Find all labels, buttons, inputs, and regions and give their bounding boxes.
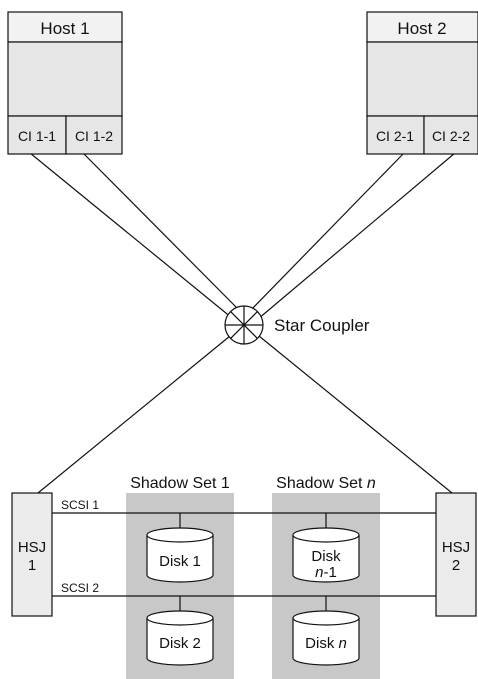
host-2-ci-2-2-label: CI 2-2 [432,128,470,144]
hsj-2-box [435,492,477,617]
shadow-set-n-title: Shadow Set n [276,475,376,492]
scsi-2-label: SCSI 2 [61,581,99,595]
hsj-1-box [11,492,53,617]
hsj-2-label-line1: HSJ [442,539,470,556]
host-1-ci-right [65,115,123,155]
disk-n-label: Disk n [305,635,347,652]
disk-n-minus-1-label-line2: n-1 [315,564,337,581]
host-1-body [7,41,123,117]
scsi-1-label: SCSI 1 [61,498,99,512]
disk-icon [146,535,214,583]
host-2-ci-right [423,115,478,155]
shadow-set-1-title: Shadow Set 1 [130,475,230,492]
link-coupler-to-hsj1 [37,335,231,494]
star-coupler [224,305,264,345]
disk-2-label: Disk 2 [159,635,201,652]
link-coupler-to-hsj2 [258,335,453,494]
host-2: Host 2 CI 2-1 CI 2-2 [366,11,478,155]
host-1-ci-1-1-label: CI 1-1 [18,128,56,144]
host-2-ci-2-1-label: CI 2-1 [376,128,414,144]
host-2-title: Host 2 [397,19,446,38]
hsj-2-label-line2: 2 [452,557,460,574]
disk-1-label: Disk 1 [159,553,201,570]
disk-1: Disk 1 [146,527,214,583]
host-1-ci-1-2-label: CI 1-2 [75,128,113,144]
link-ci-2-1-to-coupler [249,152,405,312]
disk-n-minus-1-label-line1: Disk [311,548,341,565]
host-1-title: Host 1 [40,19,89,38]
host-1-title-bar [7,11,123,43]
host-2-body [366,41,478,117]
star-coupler-label: Star Coupler [274,316,370,335]
host-1-ci-left [7,115,67,155]
host-1: Host 1 CI 1-1 CI 1-2 [7,11,123,155]
hsj-1-label-line2: 1 [28,557,36,574]
hsj-1: HSJ 1 [11,492,53,617]
link-ci-1-1-to-coupler [29,152,233,319]
hsj-1-label-line1: HSJ [18,539,46,556]
disk-icon [292,535,360,583]
disk-icon [146,618,214,666]
disk-connectors [179,513,327,611]
disk-n-minus-1: Disk n-1 [292,527,360,583]
scsi-buses [52,512,436,597]
disk-n: Disk n [292,610,360,666]
link-ci-2-2-to-coupler [257,152,456,320]
fiber-links [29,152,456,494]
link-ci-1-2-to-coupler [82,152,241,312]
hsj-2: HSJ 2 [435,492,477,617]
disk-2: Disk 2 [146,610,214,666]
disk-icon [292,618,360,666]
